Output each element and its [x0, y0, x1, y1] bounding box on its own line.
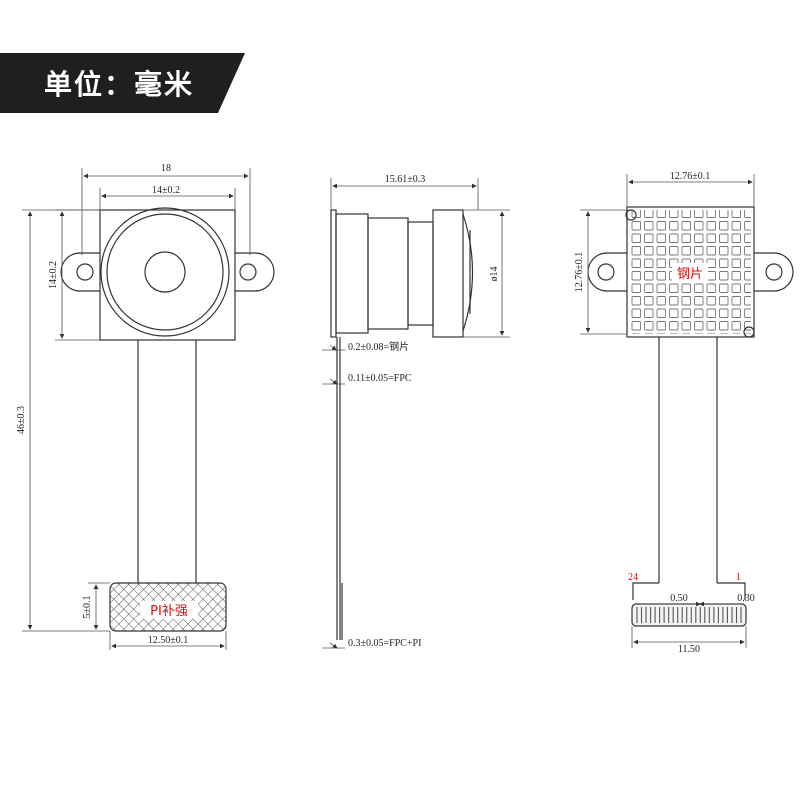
dim-side-diameter: ø14	[489, 267, 500, 282]
unit-banner	[0, 53, 245, 113]
pin-1-label: 1	[736, 572, 741, 583]
pin-24-label: 24	[628, 572, 638, 583]
dim-width-holder: 14±0.2	[152, 185, 180, 196]
side-view-dimensions	[322, 178, 510, 649]
dim-pin-pitch: 0.50	[670, 593, 688, 604]
back-view	[587, 206, 794, 627]
dim-stiffener-width: 12.50±0.1	[148, 635, 189, 646]
front-view-dimensions	[22, 168, 251, 650]
dim-side-length: 15.61±0.3	[385, 174, 426, 185]
unit-banner-title: 单位：毫米	[44, 68, 195, 101]
steel-label: 钢片	[677, 267, 703, 282]
stiffener-label: PI补强	[150, 604, 188, 619]
note-fpc-thickness: 0.11±0.05=FPC	[348, 373, 412, 384]
dim-height-holder: 14±0.2	[48, 261, 59, 289]
front-view	[60, 207, 275, 632]
steel-label-bg	[672, 263, 708, 283]
dim-connector-width: 11.50	[678, 644, 700, 655]
dim-pad-width: 0.30	[737, 593, 755, 604]
side-view	[330, 209, 474, 640]
dim-back-height: 12.76±0.1	[574, 252, 585, 293]
note-fpc-pi-thickness: 0.3±0.05=FPC+PI	[348, 638, 421, 649]
note-steel-thickness: 0.2±0.08=钢片	[348, 340, 409, 353]
dim-back-width: 12.76±0.1	[670, 171, 711, 182]
dim-width-total: 18	[161, 163, 171, 174]
dim-height-total: 46±0.3	[16, 406, 27, 434]
stiffener-label-bg	[140, 601, 198, 619]
dim-stiffener-height: 5±0.1	[82, 596, 93, 619]
back-view-dimensions	[580, 174, 755, 648]
